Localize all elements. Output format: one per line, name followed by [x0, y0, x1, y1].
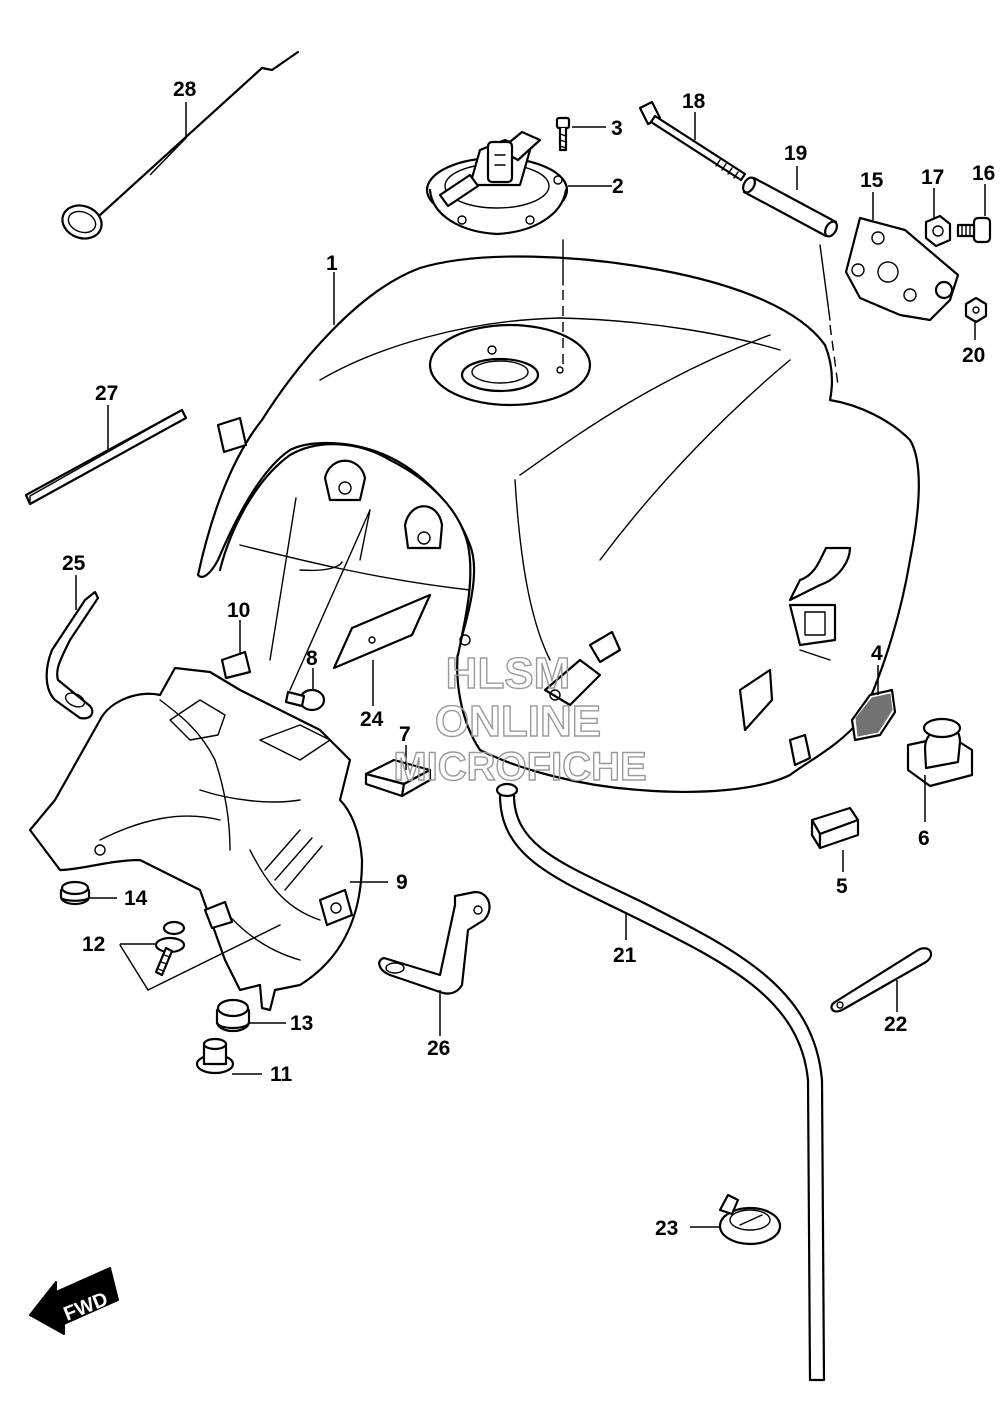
callout-26: 26: [427, 1037, 450, 1060]
part-14-grommet: [59, 880, 91, 906]
callout-2: 2: [612, 175, 624, 198]
callout-11: 11: [270, 1063, 293, 1086]
part-12-bolt: [154, 920, 186, 977]
callout-6: 6: [918, 827, 930, 850]
watermark: HLSM ONLINE MICROFICHE: [393, 648, 648, 789]
part-19-spacer-tube: [742, 176, 838, 238]
callout-4: 4: [871, 642, 883, 665]
part-11-collar: [195, 1037, 235, 1075]
forward-arrow-icon: [29, 1267, 119, 1335]
part-22-strap: [830, 947, 933, 1013]
callout-17: 17: [921, 166, 944, 189]
callout-16: 16: [972, 162, 995, 185]
callout-20: 20: [962, 344, 985, 367]
callout-28: 28: [173, 78, 197, 101]
part-3-screw: [555, 116, 571, 152]
part-16-bolt: [956, 216, 992, 244]
part-10-pad: [220, 650, 252, 680]
callout-12: 12: [82, 933, 105, 956]
callout-19: 19: [784, 142, 807, 165]
callout-14: 14: [124, 887, 148, 910]
part-15-bracket-plate: [844, 216, 960, 322]
part-18-long-bolt: [638, 100, 747, 182]
forward-direction-badge: FWD: [29, 1267, 119, 1335]
callout-8: 8: [306, 647, 318, 670]
part-4-pad: [850, 688, 897, 742]
part-25-bracket: [45, 590, 100, 720]
watermark-line-1: HLSM: [446, 649, 571, 698]
part-20-nut: [964, 296, 988, 324]
callout-1: 1: [326, 252, 338, 275]
part-13-grommet: [215, 998, 251, 1033]
part-8-screw: [284, 688, 326, 712]
part-2-fuel-cap: [425, 130, 569, 236]
callout-leaders: [75, 102, 986, 1228]
callout-5: 5: [836, 875, 848, 898]
watermark-line-3: MICROFICHE: [393, 745, 646, 789]
watermark-line-2: ONLINE: [435, 697, 601, 746]
callout-24: 24: [360, 708, 384, 731]
callout-3: 3: [611, 117, 623, 140]
callout-23: 23: [655, 1217, 678, 1240]
callout-22: 22: [884, 1013, 907, 1036]
part-26-bracket: [378, 890, 491, 995]
part-9-cover: [28, 666, 364, 1012]
callout-9: 9: [396, 871, 408, 894]
callout-labels: 1 2 3 4 5 6 7 8 9 10 11 12 13 14 15 16 1…: [62, 78, 995, 1240]
part-1-fuel-tank: [196, 255, 920, 793]
part-7-cushion: [364, 758, 432, 798]
callout-25: 25: [62, 552, 86, 575]
dashed-guide-lines: [119, 239, 839, 991]
callout-21: 21: [613, 944, 637, 967]
callout-7: 7: [399, 723, 411, 746]
part-23-clamp: [718, 1193, 782, 1246]
part-6-cushion: [906, 717, 974, 788]
callout-15: 15: [860, 169, 884, 192]
part-17-nut: [924, 214, 952, 248]
part-21-hose: [495, 782, 826, 1382]
part-24-label: [332, 593, 432, 670]
part-27-seal-strip: [24, 408, 188, 506]
callout-10: 10: [227, 599, 250, 622]
part-5-cushion: [810, 806, 860, 850]
callout-18: 18: [682, 90, 706, 113]
callout-13: 13: [290, 1012, 313, 1035]
callout-27: 27: [95, 382, 118, 405]
part-28-wire-stay: [61, 50, 300, 240]
